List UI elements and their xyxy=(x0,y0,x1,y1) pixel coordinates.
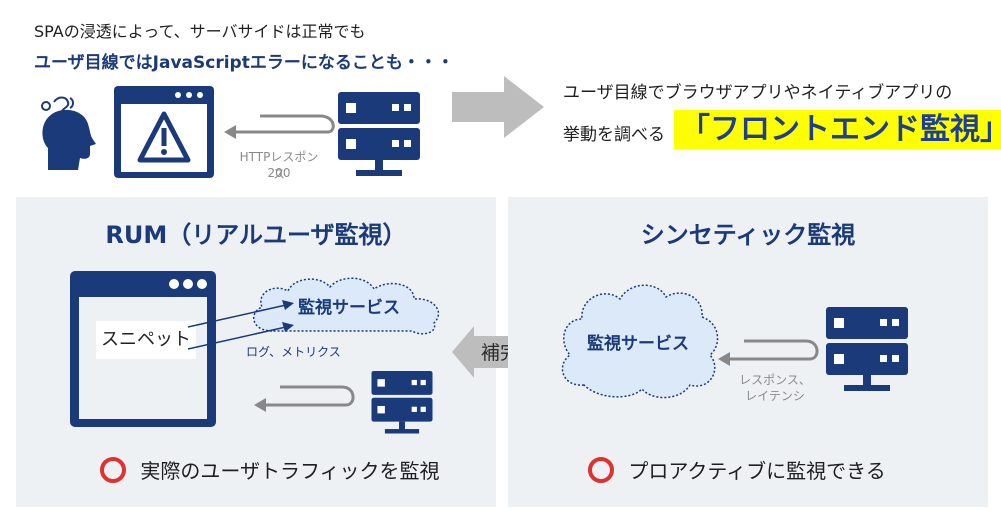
highlight-text: 「フロントエンド監視」 xyxy=(674,110,1001,149)
http-response-arrow xyxy=(224,114,335,139)
cloud-icon xyxy=(252,277,440,335)
synthetic-footer-text: プロアクティブに監視できる xyxy=(628,459,886,483)
rum-title: RUM（リアルユーザ監視） xyxy=(105,221,407,249)
http-code: 200 xyxy=(267,166,291,180)
synthetic-panel: シンセティック監視 監視サービス レスポンス、 レイテンシ プロアクティブに監視… xyxy=(508,197,988,507)
logs-metrics-label: ログ、メトリクス xyxy=(246,345,341,359)
rum-response-arrow xyxy=(254,385,355,412)
ok-circle-icon xyxy=(588,456,614,483)
arrow-right-icon xyxy=(452,76,544,138)
conclusion-line-1: ユーザ目線でブラウザアプリやネイティブアプリの xyxy=(563,83,953,103)
response-label-1: レスポンス、 xyxy=(739,373,811,387)
synthetic-title: シンセティック監視 xyxy=(640,221,856,249)
logs-metrics-arrows xyxy=(187,300,294,350)
rum-footer-text: 実際のユーザトラフィックを監視 xyxy=(140,459,440,483)
frontend-monitoring-highlight: 「フロントエンド監視」 xyxy=(674,104,1001,149)
confused-user-icon xyxy=(41,96,96,170)
rum-footer: 実際のユーザトラフィックを監視 xyxy=(100,455,440,484)
response-label-2: レイテンシ xyxy=(745,389,805,403)
synthetic-footer: プロアクティブに監視できる xyxy=(588,455,886,484)
conclusion-line-2-prefix: 挙動を調べる xyxy=(563,125,665,145)
server-icon xyxy=(338,92,420,176)
snippet-box: スニペット xyxy=(96,321,196,359)
browser-warning-icon xyxy=(114,86,214,178)
rum-panel: RUM（リアルユーザ監視） スニペット 監視サービス ログ、メトリクス xyxy=(16,197,496,507)
synthetic-cloud-icon xyxy=(561,284,719,399)
http-label: HTTPレスポンス xyxy=(239,150,319,181)
synthetic-response-arrow xyxy=(718,339,819,366)
synthetic-cloud-label: 監視サービス xyxy=(587,334,689,354)
ok-circle-icon xyxy=(100,456,126,483)
intro-line-2: ユーザ目線ではJavaScriptエラーになることも・・・ xyxy=(34,53,454,73)
intro-line-1: SPAの浸透によって、サーバサイドは正常でも xyxy=(34,22,366,41)
rum-server-icon xyxy=(371,371,433,434)
synthetic-server-icon xyxy=(826,307,908,391)
rum-cloud-label: 監視サービス xyxy=(298,298,400,318)
